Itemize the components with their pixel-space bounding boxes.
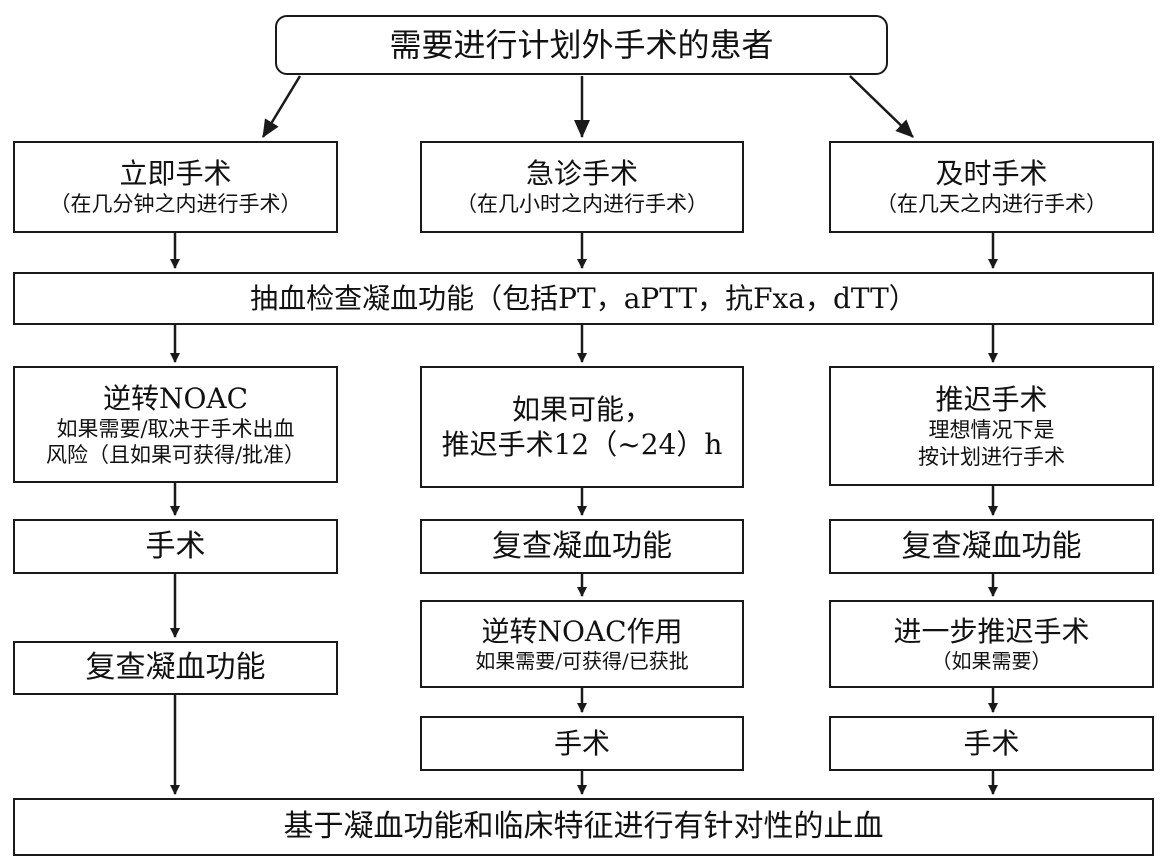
col1-step1-sub1: 如果需要/取决于手术出血: [56, 416, 295, 441]
col2-surgery: 手术: [420, 716, 744, 771]
col3-timely-surgery: 及时手术 （在几天之内进行手术）: [829, 141, 1154, 233]
col2-title: 急诊手术: [525, 157, 638, 191]
col3-title: 及时手术: [935, 157, 1048, 191]
col1-step1-sub2: 风险（且如果可获得/批准）: [45, 443, 306, 467]
col3-step4-label: 手术: [963, 727, 1020, 760]
col2-reverse-noac-effect: 逆转NOAC作用 如果需要/可获得/已获批: [420, 600, 744, 688]
bottom-node-label: 基于凝血功能和临床特征进行有针对性的止血: [283, 809, 884, 845]
col3-delay-surgery: 推迟手术 理想情况下是 按计划进行手术: [829, 366, 1154, 486]
col3-step1-sub2: 按计划进行手术: [918, 444, 1065, 469]
col1-surgery: 手术: [13, 519, 338, 574]
col3-step3-sub: （如果需要）: [931, 649, 1052, 673]
col1-immediate-surgery: 立即手术 （在几分钟之内进行手术）: [13, 141, 338, 233]
col2-sub: （在几小时之内进行手术）: [456, 192, 708, 217]
col3-step1-title: 推迟手术: [935, 383, 1048, 417]
col2-step1-line1: 如果可能，: [511, 393, 652, 426]
col1-step3-label: 复查凝血功能: [85, 650, 266, 686]
col2-step2-label: 复查凝血功能: [492, 528, 672, 564]
col3-step3-title: 进一步推迟手术: [893, 615, 1090, 648]
col3-further-delay: 进一步推迟手术 （如果需要）: [829, 600, 1154, 688]
top-node-label: 需要进行计划外手术的患者: [389, 26, 774, 64]
col1-step1-title: 逆转NOAC: [102, 381, 249, 415]
col3-surgery: 手术: [829, 716, 1154, 771]
col2-recheck-coagulation: 复查凝血功能: [420, 519, 744, 574]
blood-test-label: 抽血检查凝血功能（包括PT，aPTT，抗Fxa，dTT）: [250, 282, 917, 315]
col1-step2-label: 手术: [145, 528, 206, 564]
bottom-node-targeted-hemostasis: 基于凝血功能和临床特征进行有针对性的止血: [13, 798, 1154, 856]
col3-sub: （在几天之内进行手术）: [876, 192, 1107, 217]
col3-step1-sub1: 理想情况下是: [928, 418, 1055, 443]
top-node-patients: 需要进行计划外手术的患者: [275, 15, 888, 75]
col2-step3-sub: 如果需要/可获得/已获批: [475, 649, 689, 673]
col1-sub: （在几分钟之内进行手术）: [49, 192, 302, 217]
blood-test-node: 抽血检查凝血功能（包括PT，aPTT，抗Fxa，dTT）: [13, 272, 1154, 325]
col1-reverse-noac: 逆转NOAC 如果需要/取决于手术出血 风险（且如果可获得/批准）: [13, 366, 338, 483]
col1-recheck-coagulation: 复查凝血功能: [13, 641, 338, 695]
col2-emergency-surgery: 急诊手术 （在几小时之内进行手术）: [420, 141, 744, 233]
col2-delay-if-possible: 如果可能， 推迟手术12（~24）h: [420, 366, 744, 488]
col2-step4-label: 手术: [553, 727, 610, 760]
col2-step3-title: 逆转NOAC作用: [481, 615, 683, 648]
col1-title: 立即手术: [119, 157, 232, 191]
col2-step1-line2: 推迟手术12（~24）h: [441, 428, 723, 461]
arrow-top-to-col1: [261, 75, 302, 138]
col3-step2-label: 复查凝血功能: [901, 528, 1082, 564]
col3-recheck-coagulation: 复查凝血功能: [829, 519, 1154, 574]
arrow-top-to-col3: [849, 75, 914, 138]
